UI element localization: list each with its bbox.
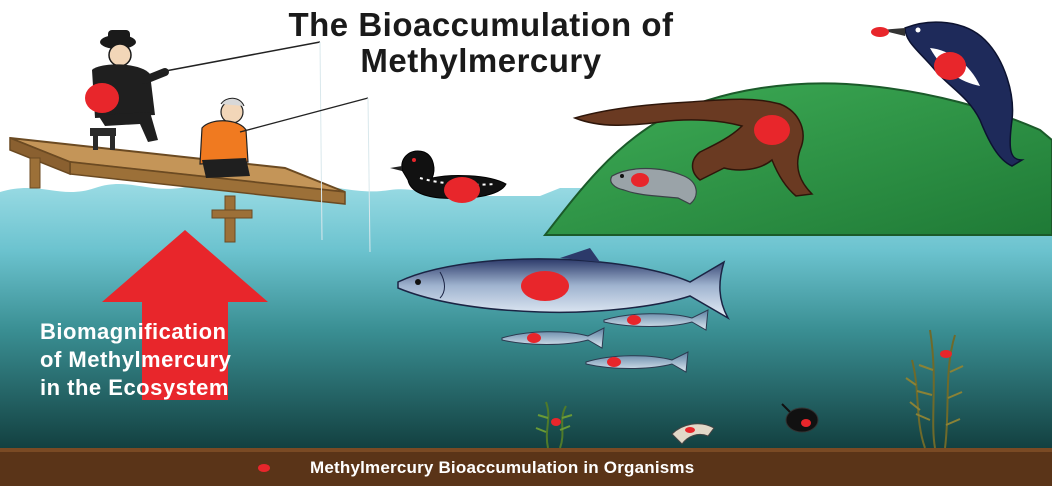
diagram-title-line-2: Methylmercury [0,42,1007,80]
biomagnification-label-line-1: Biomagnification [40,318,340,346]
diagram-title-line-1: The Bioaccumulation of [0,6,1007,44]
legend: Methylmercury Bioaccumulation in Organis… [258,456,694,480]
mercury-marker [607,357,621,367]
legend-marker-icon [258,464,270,472]
mercury-marker [444,177,480,203]
mercury-marker [521,271,569,301]
mercury-marker [527,333,541,343]
legend-label: Methylmercury Bioaccumulation in Organis… [310,458,694,478]
mercury-marker [940,350,952,358]
mercury-marker [627,315,641,325]
mercury-marker [85,83,119,113]
biomagnification-label-line-3: in the Ecosystem [40,374,340,402]
mercury-marker [551,418,561,426]
biomagnification-label-line-2: of Methylmercury [40,346,340,374]
mercury-marker [631,173,649,187]
mercury-marker [801,419,811,427]
mercury-marker [754,115,790,145]
biomagnification-label: Biomagnification of Methylmercury in the… [40,318,340,402]
